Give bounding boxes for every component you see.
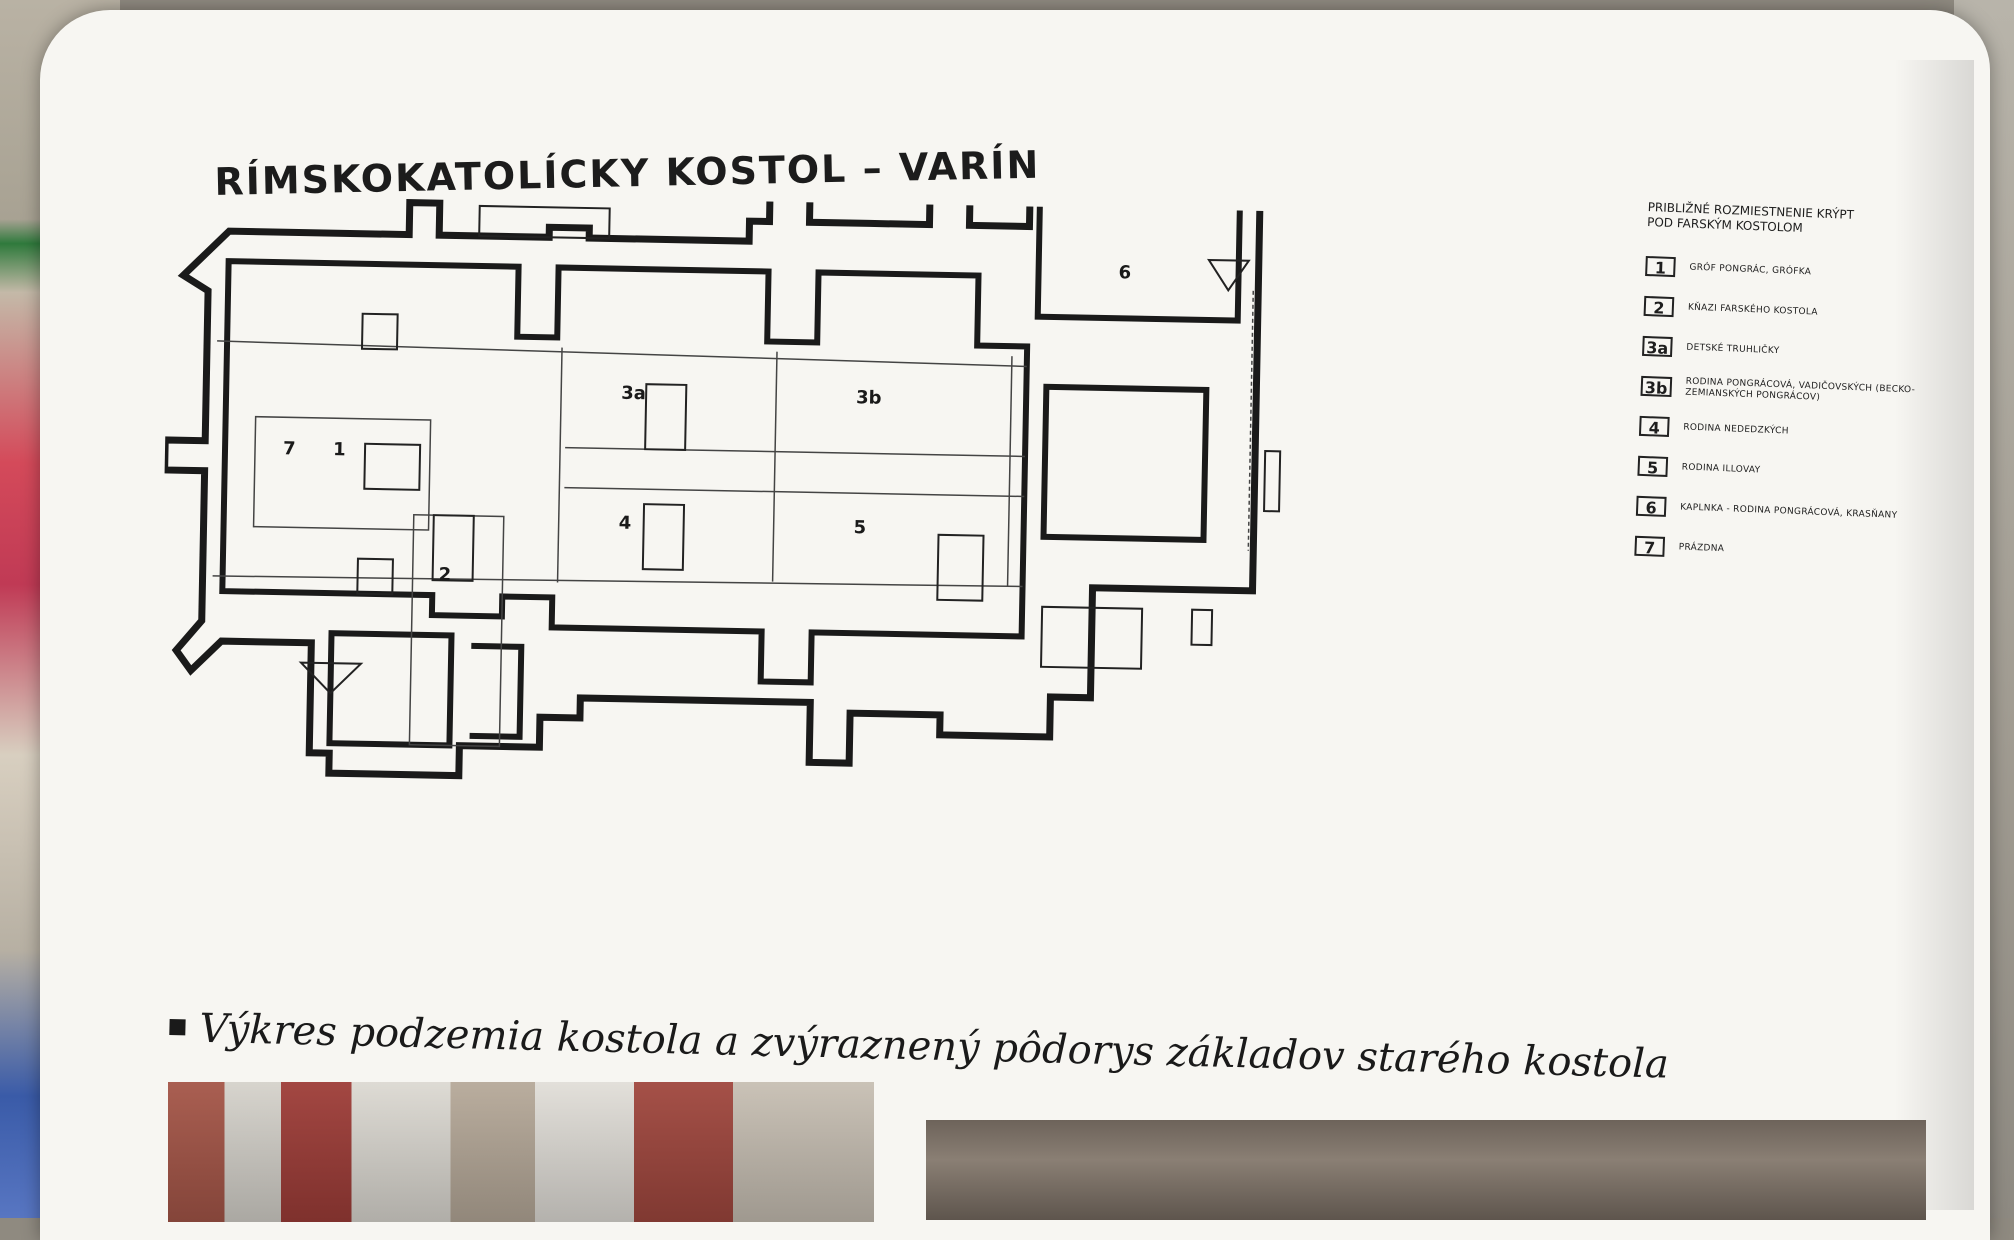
room-label-4: 4 — [618, 513, 631, 534]
room-6-walls — [1034, 190, 1244, 324]
legend-label: RODINA PONGRÁCOVÁ, VADIČOVSKÝCH (BECKO-Z… — [1685, 376, 1916, 403]
photo-crypt-vault — [926, 1120, 1926, 1220]
room-label-7: 7 — [283, 438, 296, 459]
room-label-6: 6 — [1118, 262, 1131, 283]
legend-label: RODINA ILLOVAY — [1681, 461, 1761, 476]
lower-annex-side — [469, 642, 525, 740]
page-gutter-shadow — [1894, 60, 1974, 1210]
legend-label: GRÓF PONGRÁC, GRÓFKA — [1689, 262, 1812, 277]
legend-label: RODINA NEDEDZKÝCH — [1683, 422, 1789, 437]
lower-annex-walls — [326, 630, 455, 749]
legend-label: PRÁZDNA — [1678, 541, 1725, 554]
outer-wall — [161, 190, 1265, 780]
room-label-2: 2 — [438, 564, 451, 585]
inner-wall-hall — [219, 258, 1031, 686]
photo-floor-tiles — [168, 1082, 874, 1222]
floor-plan: 7 1 2 3a 3b 4 5 6 — [155, 190, 1649, 978]
room-label-3b: 3b — [856, 387, 882, 408]
room-label-5: 5 — [853, 517, 866, 538]
room-label-3a: 3a — [621, 383, 646, 404]
room-label-1: 1 — [333, 439, 346, 460]
legend-label: DETSKÉ TRUHLIČKY — [1686, 342, 1780, 356]
legend-label: KŇAZI FARSKÉHO KOSTOLA — [1687, 302, 1819, 318]
caption-bullet-icon — [169, 1018, 186, 1036]
book-page — [40, 10, 1990, 1240]
legend-number: 1 — [1645, 255, 1676, 278]
east-room-walls — [1040, 383, 1210, 543]
floor-plan-drawing: 7 1 2 3a 3b 4 5 6 — [161, 190, 1282, 780]
crypt-legend: PRIBLIŽNÉ ROZMIESTNENIE KRÝPT POD FARSKÝ… — [1634, 200, 1948, 577]
legend-label: KAPLNKA - RODINA PONGRÁCOVÁ, KRASŇANY — [1680, 501, 1898, 521]
